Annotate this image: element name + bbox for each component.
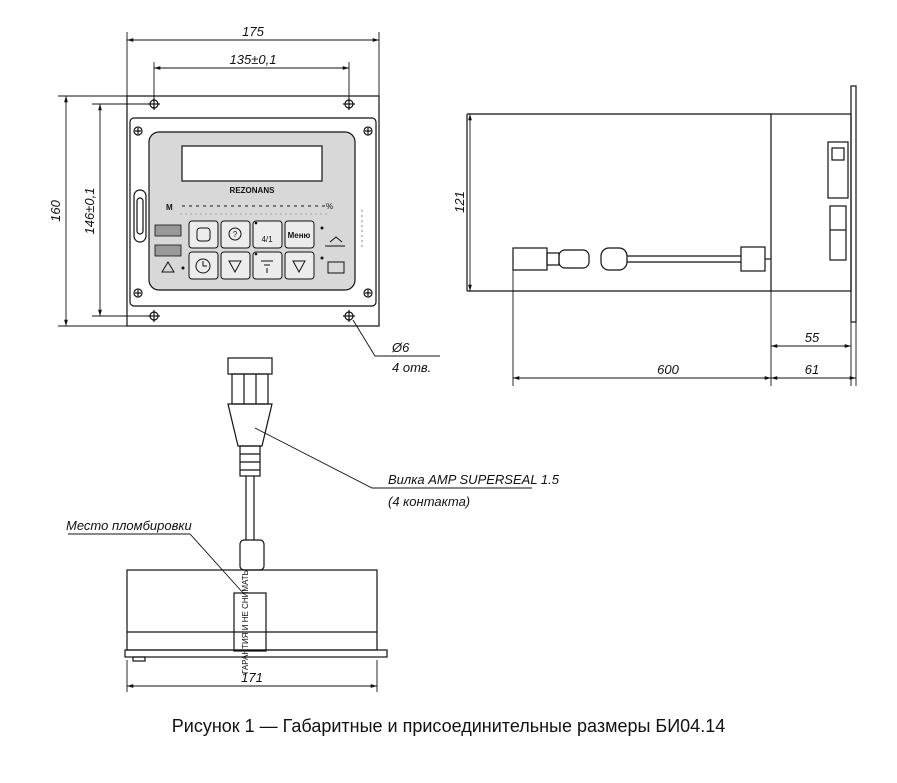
side-connector (829, 205, 847, 261)
help-icon (228, 227, 242, 241)
label-seal-place: Место пломбировки (66, 518, 192, 533)
svg-text:?: ? (233, 230, 238, 239)
plug-ribs (239, 445, 261, 477)
dim-side-height: 121 (452, 191, 467, 213)
cable-gland (740, 246, 766, 272)
seal-sticker-text: ГАРАНТИЯ И НЕ СНИМАТЬ (241, 570, 250, 674)
side-window (827, 141, 849, 199)
button-up[interactable] (284, 251, 315, 280)
dim-depth-total: 61 (805, 362, 819, 377)
bottom-view (124, 357, 388, 662)
brand-label: REZONANS (230, 186, 276, 195)
button-down[interactable] (220, 251, 251, 280)
screw-icon (133, 126, 373, 298)
front-view (126, 95, 380, 327)
scale-unit: % (326, 202, 333, 211)
front-flange (126, 95, 380, 327)
plug-body (231, 373, 269, 405)
plug-top (227, 357, 273, 375)
dim-height-holes: 146±0,1 (82, 188, 97, 235)
button-indicator[interactable] (188, 220, 219, 249)
dim-hole-count: 4 отв. (392, 360, 431, 375)
bottom-gland (239, 539, 265, 571)
dim-height-total: 160 (48, 199, 63, 221)
dim-depth-body: 55 (805, 330, 820, 345)
cable-plug-left (512, 247, 548, 271)
dim-bottom-width: 171 (241, 670, 263, 685)
button-menu-label: Меню (288, 231, 311, 240)
button-menu[interactable] (284, 220, 315, 249)
indicator-stop (154, 224, 182, 237)
plug-cone (227, 403, 273, 447)
battery-icon (327, 261, 345, 274)
label-plug: Вилка AMP SUPERSEAL 1.5 (388, 472, 560, 487)
warning-icon (161, 261, 175, 273)
side-slot (133, 189, 147, 243)
led-dot-icon (181, 221, 324, 270)
side-view (466, 85, 857, 323)
button-41[interactable] (252, 220, 283, 249)
clock-icon (195, 258, 211, 274)
seal-sticker (233, 592, 267, 652)
side-body (770, 113, 852, 292)
side-flange (850, 85, 857, 323)
cable-ferrule (600, 247, 628, 271)
dim-hole-spacing: 135±0,1 (230, 52, 277, 67)
lcd-display (181, 145, 323, 182)
settings-icon (261, 260, 273, 273)
bottom-body (126, 569, 378, 651)
button-41-label: 4/1 (261, 235, 273, 244)
bargraph-scale: M % (166, 202, 333, 215)
arrow-up-icon (292, 260, 306, 274)
button-help[interactable] (220, 220, 251, 249)
dim-width-total: 175 (242, 24, 264, 39)
label-plug-contacts: (4 контакта) (388, 494, 470, 509)
dim-cable-length: 600 (657, 362, 679, 377)
level-icon (325, 236, 345, 247)
indicator-work (154, 244, 182, 257)
indicator-icon (196, 227, 211, 242)
arrow-down-icon (228, 260, 242, 274)
dim-hole-diameter: Ø6 (391, 340, 410, 355)
figure-caption: Рисунок 1 — Габаритные и присоединительн… (171, 716, 726, 736)
svg-text:M: M (166, 203, 173, 212)
front-frame (129, 117, 377, 307)
